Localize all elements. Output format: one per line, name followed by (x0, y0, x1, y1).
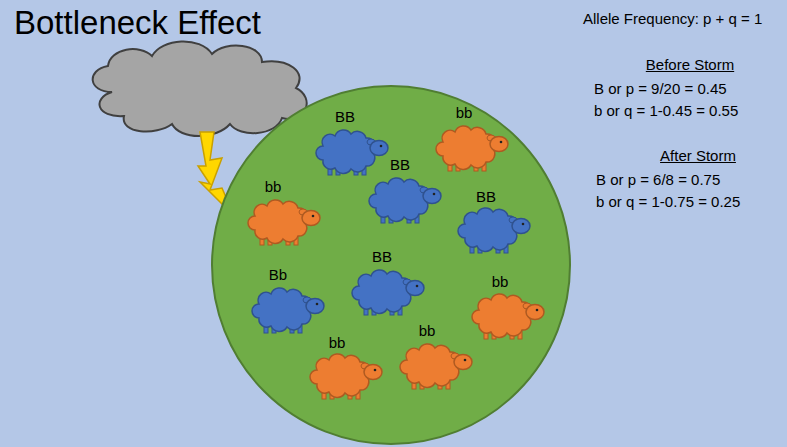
genotype-label: BB (476, 188, 496, 205)
frequency-line: b or q = 1-0.75 = 0.25 (596, 193, 740, 210)
genotype-label: bb (329, 334, 346, 351)
formula-note: Allele Frequency: p + q = 1 (583, 10, 762, 27)
genotype-label: Bb (269, 266, 287, 283)
frequency-line: B or p = 6/8 = 0.75 (596, 171, 720, 188)
sheep-illustration (210, 84, 572, 446)
frequency-line: B or p = 9/20 = 0.45 (594, 80, 727, 97)
genotype-label: bb (492, 273, 509, 290)
genotype-label: bb (419, 322, 436, 339)
section-heading: Before Storm (646, 56, 734, 73)
section-heading: After Storm (660, 147, 736, 164)
diagram-title: Bottleneck Effect (14, 4, 261, 42)
genotype-label: BB (372, 248, 392, 265)
genotype-label: bb (456, 104, 473, 121)
pasture-circle: BBbbBBbbBBBBBbbbbbbb (210, 84, 572, 446)
genotype-label: BB (390, 156, 410, 173)
genotype-label: bb (265, 178, 282, 195)
frequency-line: b or q = 1-0.45 = 0.55 (594, 102, 738, 119)
genotype-label: BB (335, 108, 355, 125)
